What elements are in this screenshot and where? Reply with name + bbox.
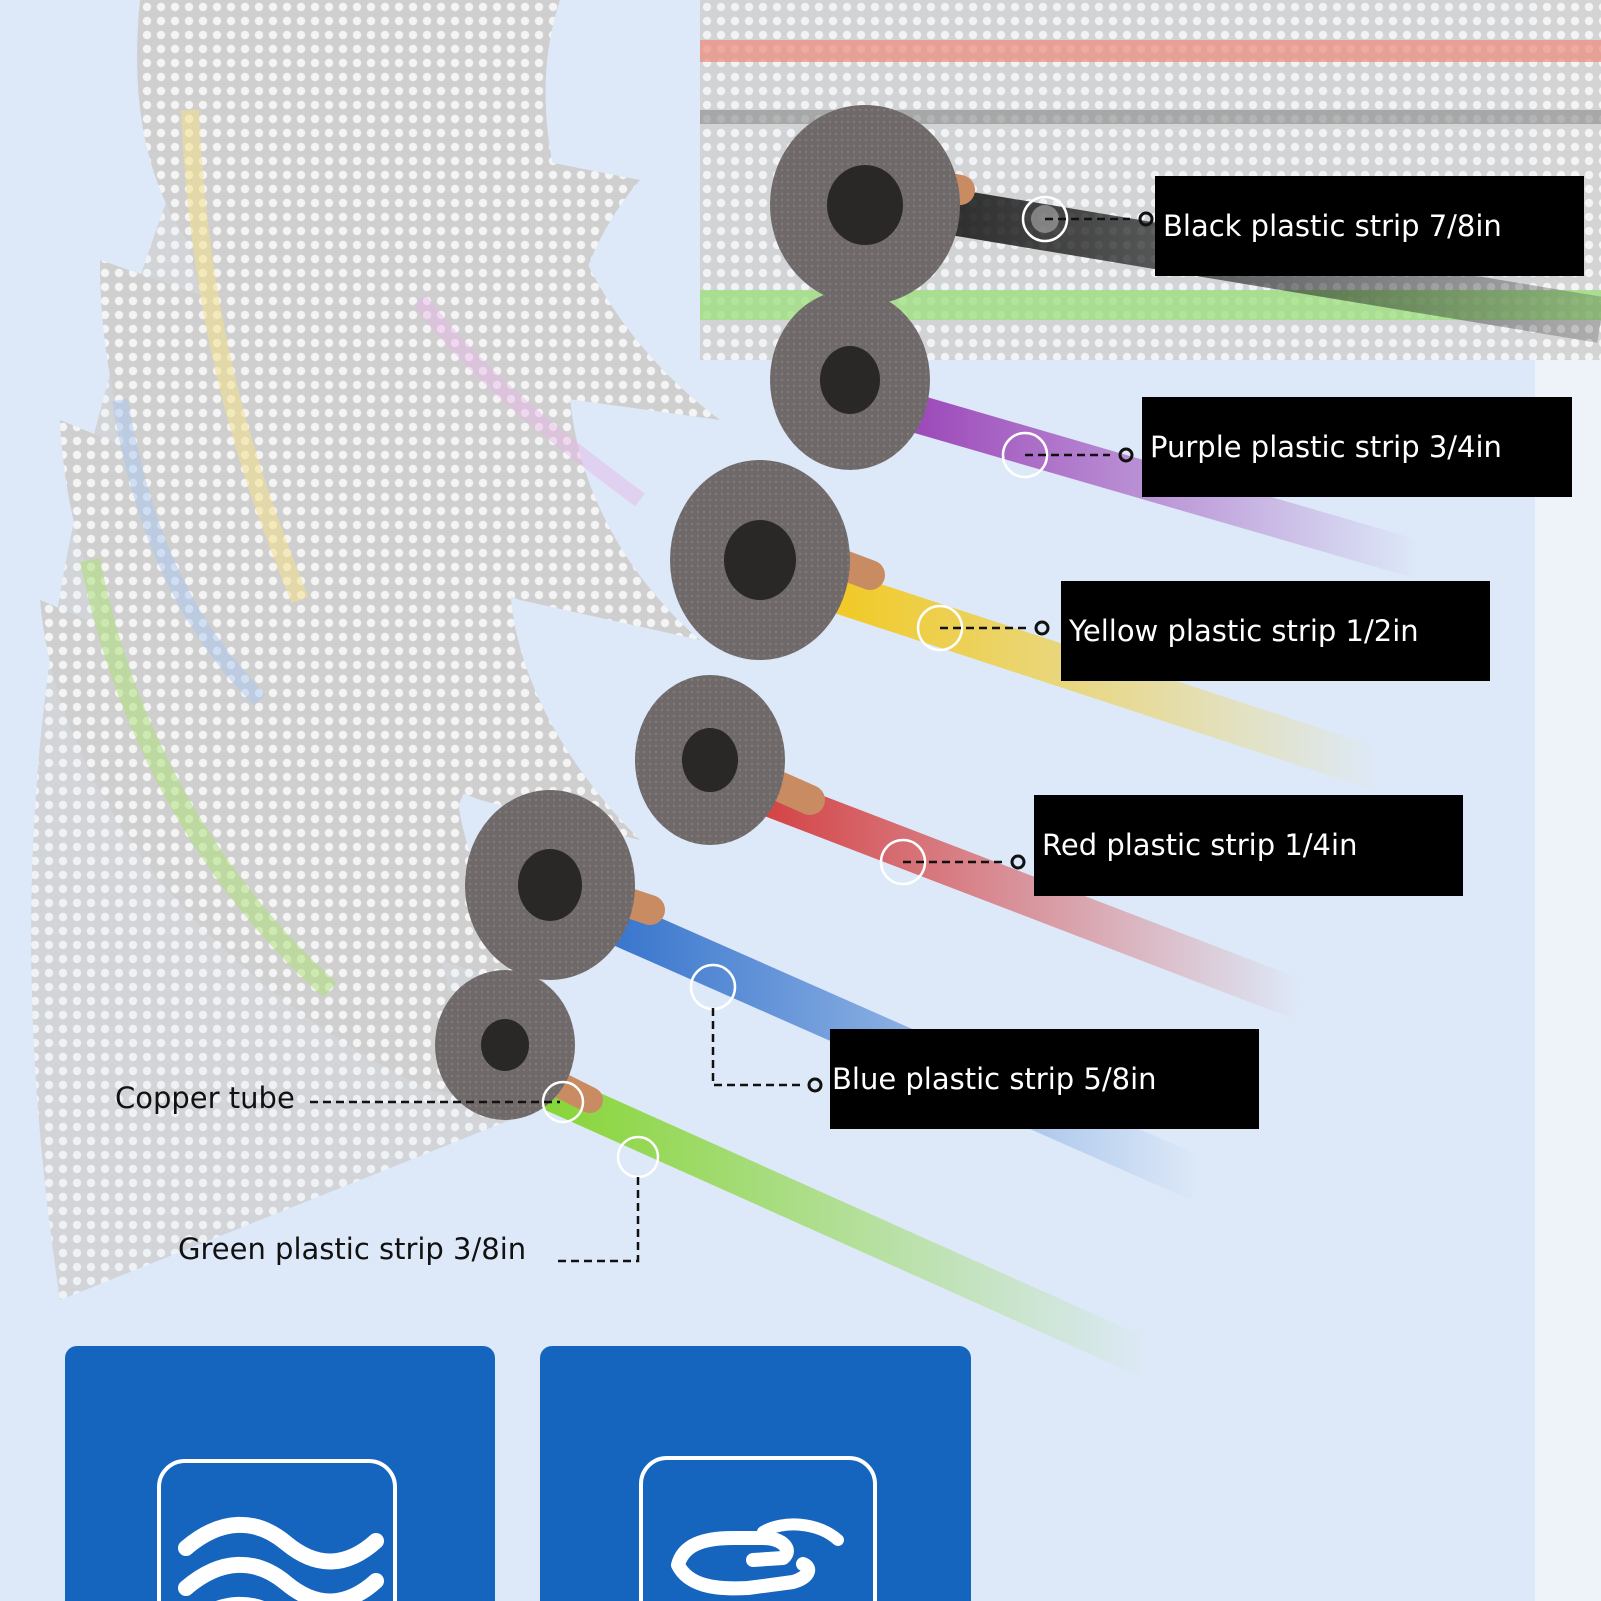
label-purple-strip-text: Purple plastic strip 3/4in — [1150, 429, 1502, 464]
tube-ends — [435, 105, 960, 1120]
callout-leaders — [310, 195, 1154, 1263]
feature-card-left — [65, 1346, 495, 1601]
label-red-strip: Red plastic strip 1/4in — [1034, 795, 1463, 896]
hand-icon — [639, 1456, 877, 1601]
label-black-strip-text: Black plastic strip 7/8in — [1163, 208, 1502, 243]
label-yellow-strip: Yellow plastic strip 1/2in — [1061, 581, 1490, 681]
label-black-strip: Black plastic strip 7/8in — [1155, 176, 1584, 276]
wave-icon — [157, 1459, 397, 1601]
label-yellow-strip-text: Yellow plastic strip 1/2in — [1069, 613, 1419, 648]
insulated-tubes — [31, 0, 720, 1300]
feature-card-right — [540, 1346, 971, 1601]
label-red-strip-text: Red plastic strip 1/4in — [1042, 828, 1358, 862]
label-purple-strip: Purple plastic strip 3/4in — [1142, 397, 1572, 497]
label-blue-strip-text: Blue plastic strip 5/8in — [832, 1061, 1157, 1096]
label-blue-strip: Blue plastic strip 5/8in — [830, 1029, 1259, 1129]
label-green-strip: Green plastic strip 3/8in — [178, 1232, 527, 1266]
label-copper-tube: Copper tube — [115, 1081, 295, 1115]
